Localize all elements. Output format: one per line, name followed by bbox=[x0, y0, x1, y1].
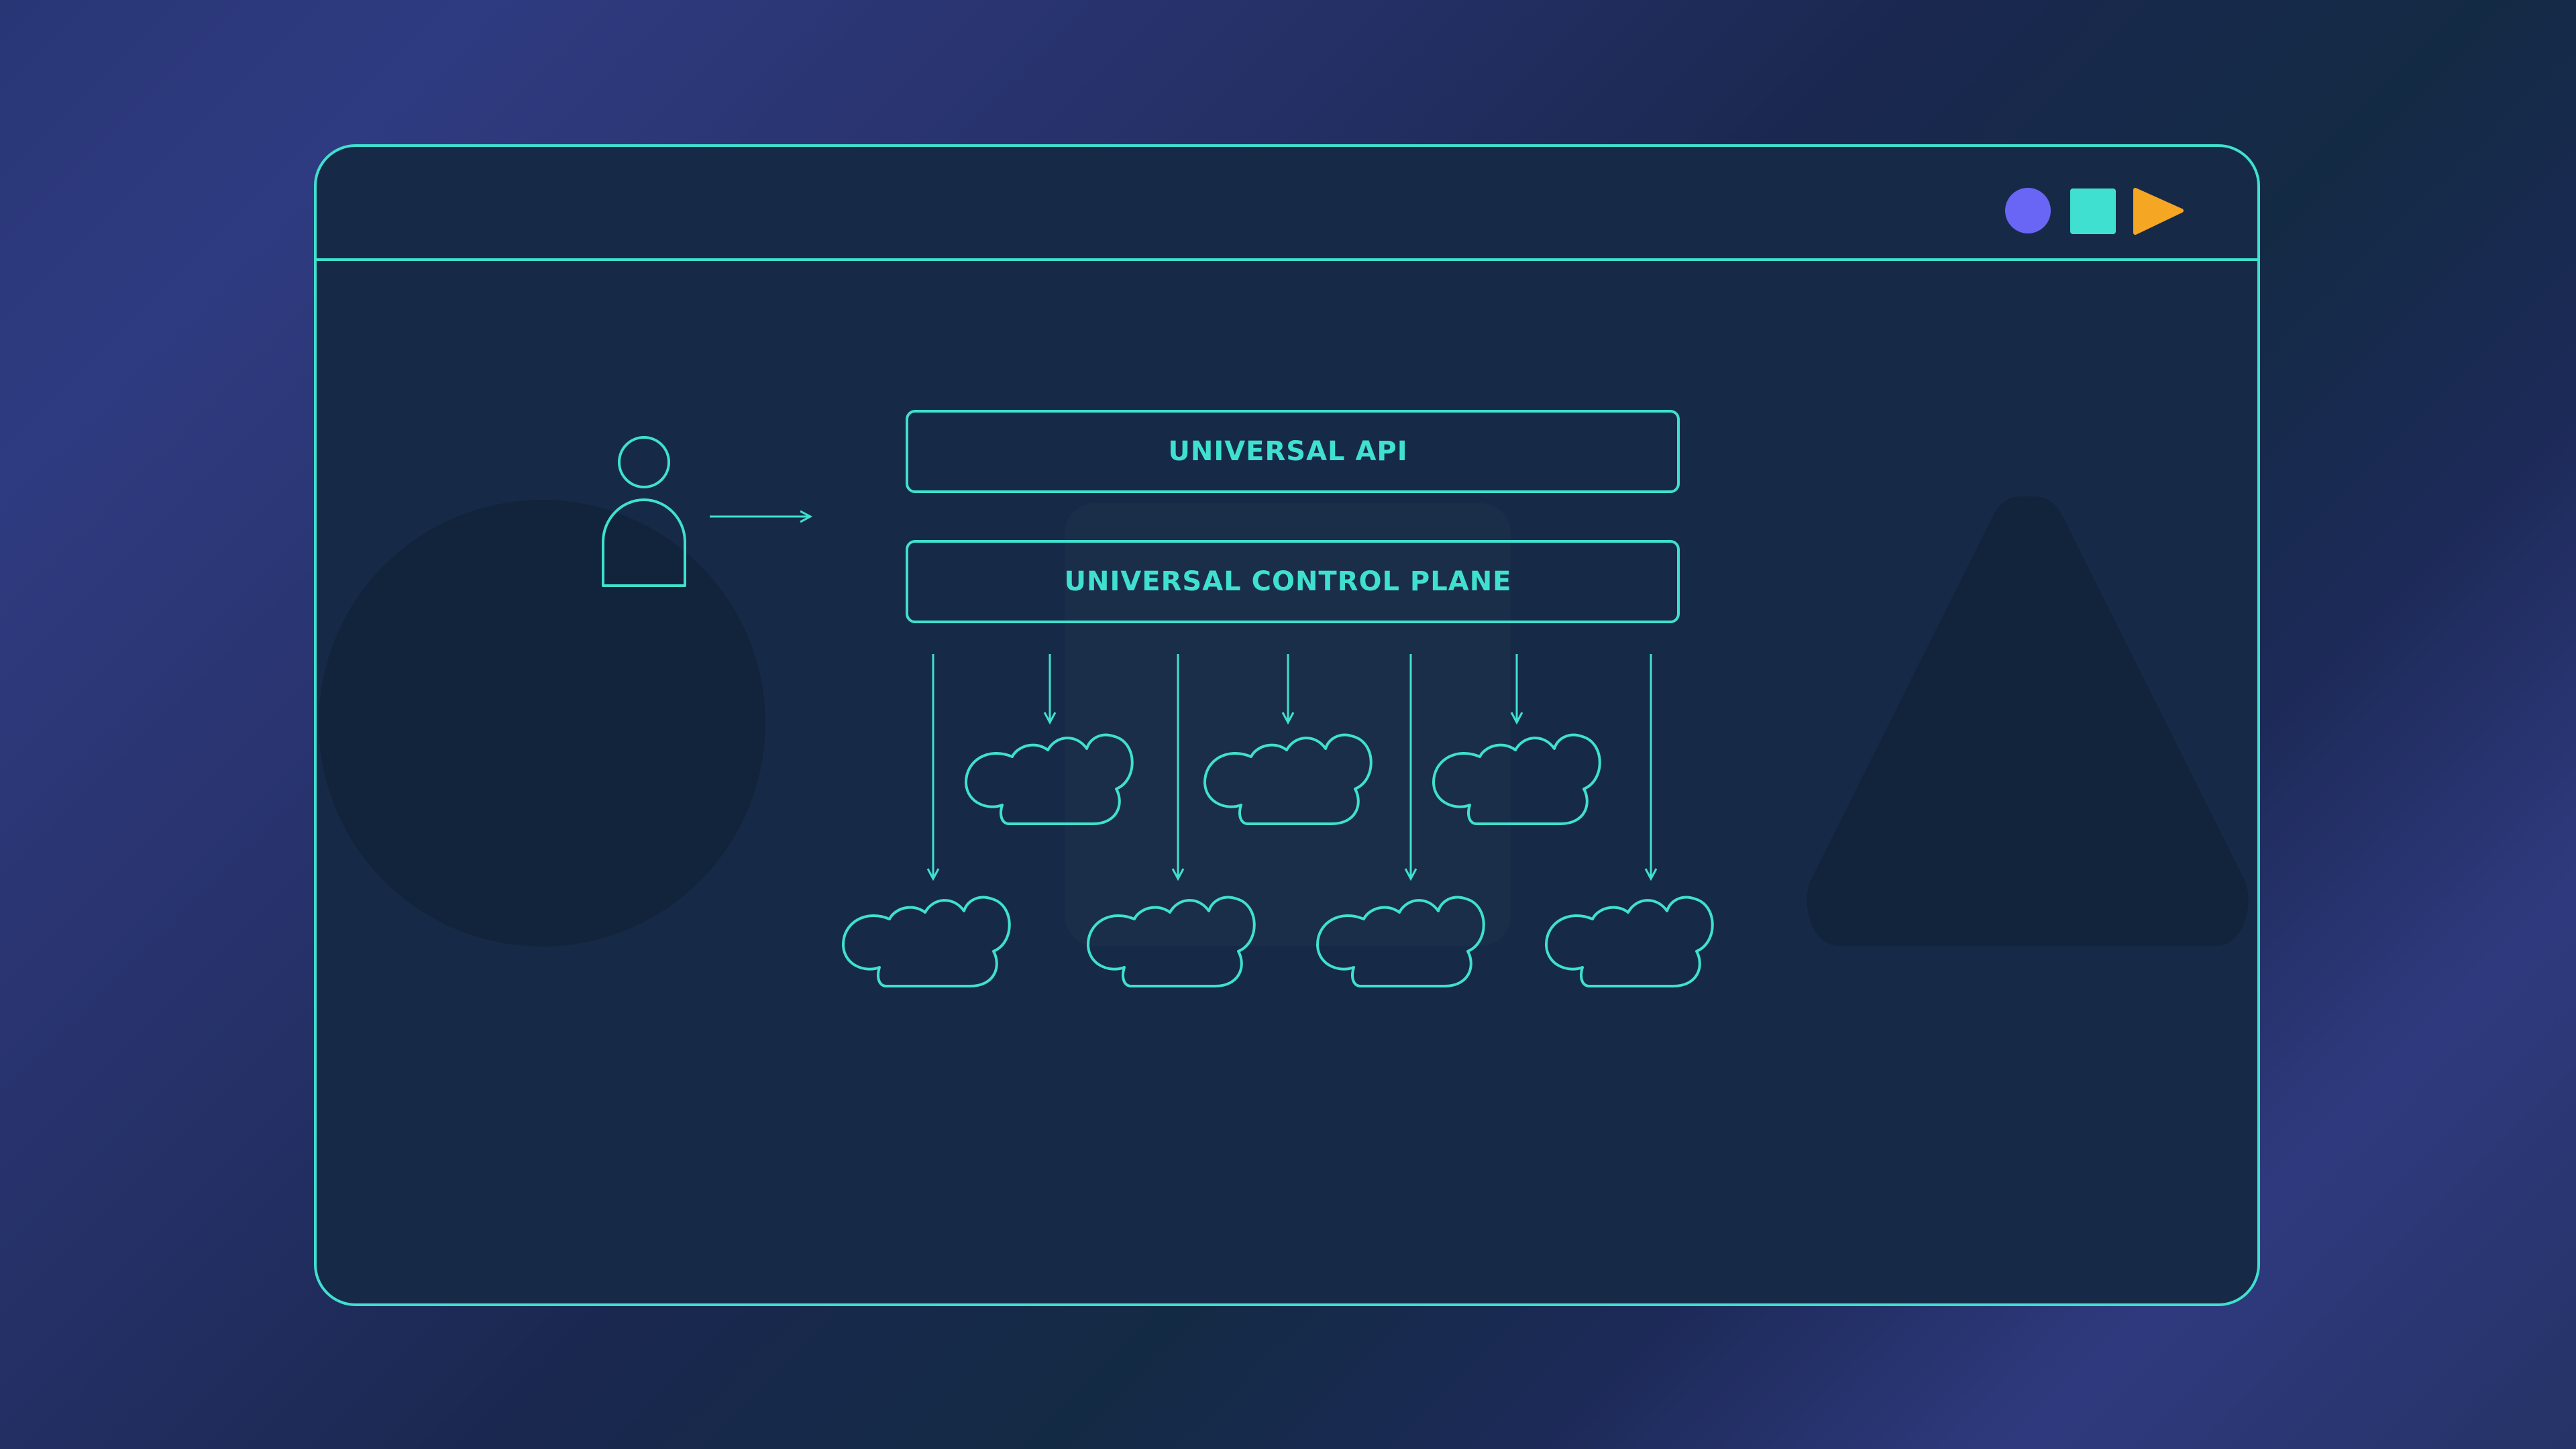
universal-control-plane-label: UNIVERSAL CONTROL PLANE bbox=[1064, 566, 1511, 597]
universal-api-layer: UNIVERSAL API bbox=[906, 410, 1680, 493]
user-icon bbox=[602, 436, 686, 587]
square-control-icon[interactable] bbox=[2070, 189, 2116, 234]
play-control-icon[interactable] bbox=[2133, 188, 2184, 235]
background-square-shape bbox=[1065, 503, 1511, 946]
universal-control-plane-layer: UNIVERSAL CONTROL PLANE bbox=[906, 540, 1680, 623]
background-triangle-shape bbox=[1807, 496, 2249, 946]
cloud-connectors bbox=[933, 654, 1651, 879]
background-circle-shape bbox=[319, 500, 765, 947]
universal-api-label: UNIVERSAL API bbox=[1168, 436, 1407, 467]
circle-control-icon[interactable] bbox=[2005, 188, 2051, 233]
